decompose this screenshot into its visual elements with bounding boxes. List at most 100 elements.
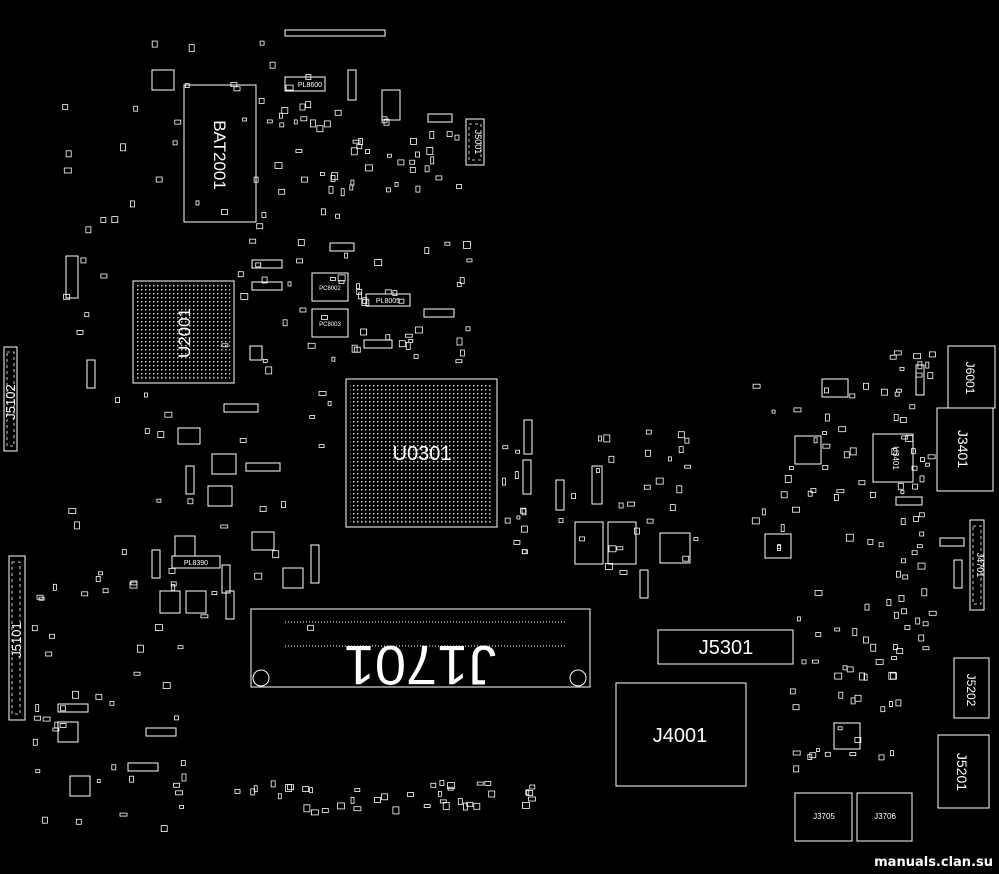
smd-pad — [331, 172, 338, 181]
smd-pad — [456, 282, 462, 287]
smd-pad — [309, 787, 313, 794]
u3401-outline — [872, 433, 914, 483]
smd-pad — [109, 700, 115, 706]
smd-pad — [259, 40, 265, 46]
label-j1701: J1701 — [344, 634, 497, 697]
smd-pad — [184, 83, 190, 88]
j5201-outline — [937, 734, 990, 809]
smd-pad — [859, 672, 865, 681]
smd-pad — [893, 414, 899, 421]
smd-pad — [299, 103, 306, 111]
smd-pad — [392, 806, 400, 815]
smd-pad — [53, 583, 57, 591]
j1701-outline — [250, 608, 591, 688]
smd-pad — [280, 501, 286, 509]
smd-pad — [618, 502, 624, 509]
smd-pad — [843, 451, 850, 459]
smd-pad — [439, 780, 445, 786]
smd-pad — [911, 550, 918, 556]
smd-pad — [102, 588, 109, 594]
smd-pad — [68, 508, 77, 515]
smd-pad — [677, 431, 685, 439]
smd-pad — [279, 122, 285, 128]
smd-pad — [95, 576, 101, 582]
smd-pad — [356, 283, 360, 290]
smd-pad — [164, 411, 173, 418]
smd-pad — [801, 659, 807, 665]
smd-pad — [297, 239, 305, 246]
smd-pad — [655, 477, 664, 485]
j3401-outline — [936, 407, 994, 492]
smd-pad — [684, 437, 690, 444]
j5301-outline — [657, 629, 794, 665]
smd-pad — [643, 484, 651, 490]
smd-pad — [381, 116, 388, 124]
smd-pad — [177, 645, 184, 650]
smd-pad — [878, 542, 884, 548]
smd-pad — [911, 465, 918, 471]
smd-pad — [521, 549, 527, 555]
smd-pad — [822, 464, 829, 470]
smd-pad — [864, 603, 870, 611]
smd-pad — [253, 176, 259, 183]
smd-pad — [269, 61, 276, 69]
smd-pad — [75, 818, 82, 825]
smd-pad — [520, 507, 526, 514]
smd-pad — [854, 737, 862, 743]
smd-pad — [32, 738, 38, 746]
smd-pad — [157, 431, 165, 439]
smd-pad — [456, 184, 463, 189]
smd-pad — [504, 517, 511, 524]
smd-pad — [285, 84, 294, 91]
smd-pad — [309, 119, 316, 128]
smd-pad — [249, 238, 257, 244]
smd-pad — [918, 634, 925, 642]
smd-pad — [300, 176, 308, 183]
j5102-outline — [3, 346, 18, 452]
label-j3706: J3706 — [874, 812, 896, 821]
smd-pad — [579, 536, 585, 542]
smd-pad — [454, 134, 460, 141]
smd-pad — [426, 146, 434, 155]
smd-pad — [281, 107, 289, 114]
smd-pad — [424, 165, 430, 173]
smd-pad — [447, 786, 454, 791]
smd-pad — [174, 715, 179, 721]
smd-pad — [362, 297, 368, 305]
smd-pad — [473, 802, 481, 810]
smd-pad — [645, 429, 652, 435]
smd-pad — [693, 537, 699, 541]
smd-pad — [465, 326, 471, 332]
smd-pad — [143, 392, 148, 398]
smd-pad — [645, 449, 651, 457]
smd-pad — [344, 252, 349, 259]
smd-pad — [59, 723, 67, 728]
label-pc8002: PC8002 — [319, 286, 341, 292]
smd-pad — [889, 354, 897, 360]
smd-pad — [752, 383, 761, 389]
smd-pad — [100, 273, 108, 279]
smd-pad — [170, 581, 177, 587]
smd-pad — [144, 428, 150, 435]
smd-pad — [815, 632, 822, 637]
label-j6001: J6001 — [963, 362, 977, 395]
smd-pad — [172, 140, 178, 146]
smd-pad — [220, 524, 229, 529]
label-pc8003: PC8003 — [319, 322, 341, 328]
smd-pad — [905, 435, 914, 442]
smd-pad — [335, 213, 341, 219]
smd-pad — [63, 293, 70, 300]
smd-pad — [430, 156, 435, 165]
smd-pad — [352, 139, 361, 144]
smd-pad — [886, 599, 892, 606]
smd-pad — [129, 200, 135, 208]
smd-pad — [571, 493, 576, 500]
smd-pad — [234, 789, 241, 794]
smd-pad — [437, 790, 442, 797]
smd-pad — [838, 691, 844, 699]
smd-pad — [897, 482, 904, 490]
smd-pad — [398, 340, 406, 348]
smd-pad — [404, 333, 413, 338]
smd-pad — [331, 356, 336, 362]
